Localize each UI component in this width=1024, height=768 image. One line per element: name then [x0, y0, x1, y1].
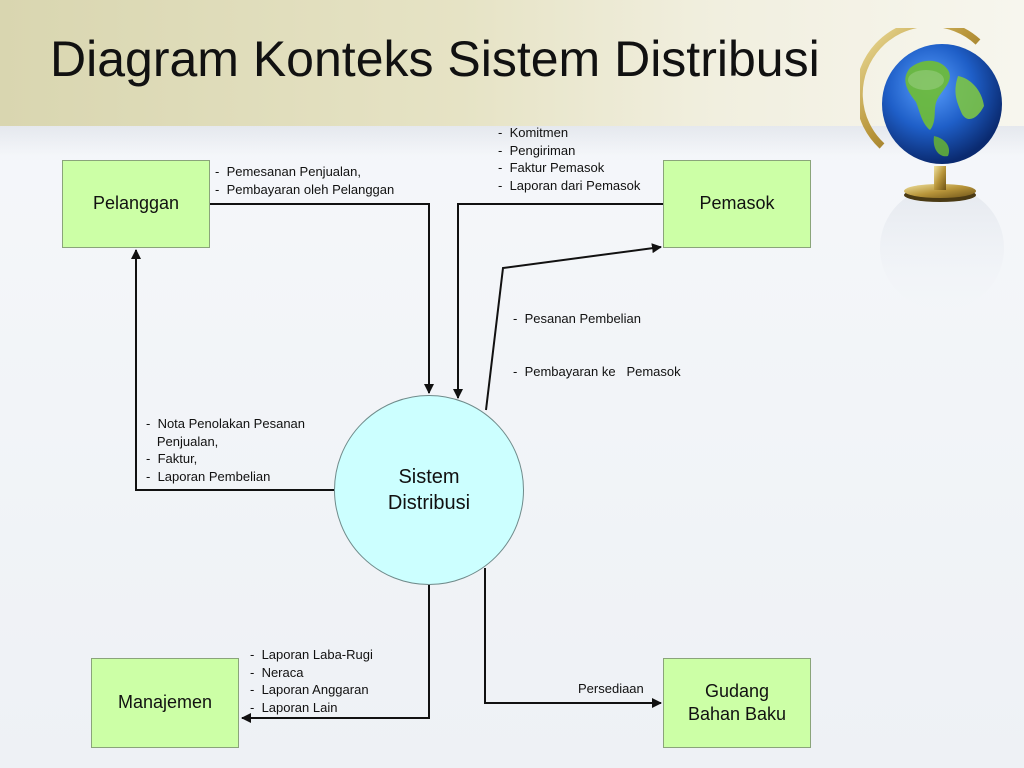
entity-pemasok-label: Pemasok: [699, 193, 775, 214]
entity-pemasok: Pemasok: [663, 160, 811, 248]
flow-label-sistem-to-pemasok: Pesanan Pembelian Pembayaran ke Pemasok: [513, 275, 681, 415]
flow-item: Laporan Laba-Rugi: [250, 646, 373, 664]
flow-item: Laporan Pembelian: [146, 468, 305, 486]
entity-gudang-label-line1: Gudang: [704, 680, 770, 701]
entity-gudang-bahan-baku: Gudang Bahan Baku: [663, 658, 811, 748]
flow-item: Neraca: [250, 664, 373, 682]
flow-label-sistem-to-pelanggan: Nota Penolakan Pesanan Penjualan, Faktur…: [146, 415, 305, 485]
flow-sistem-to-manajemen-line: [241, 585, 430, 723]
entity-gudang-label-line2: Bahan Baku: [687, 704, 787, 724]
flow-pemasok-to-sistem-line: [453, 203, 663, 399]
flow-item: Pembayaran oleh Pelanggan: [215, 181, 395, 199]
flow-item: Laporan dari Pemasok: [498, 177, 641, 195]
entity-pelanggan-label: Pelanggan: [92, 193, 180, 214]
globe-icon: [860, 28, 1004, 310]
flow-item: Faktur Pemasok: [498, 159, 640, 177]
flow-pelanggan-to-sistem-line: [210, 203, 434, 394]
flow-label-sistem-to-manajemen: Laporan Laba-Rugi Neraca Laporan Anggara…: [250, 646, 373, 716]
flow-label-pelanggan-to-sistem: Pemesanan Penjualan, Pembayaran oleh Pel…: [215, 163, 395, 199]
process-sistem-distribusi: Sistem Distribusi: [334, 395, 524, 585]
flow-item-continuation: Penjualan,: [156, 433, 219, 449]
flow-item: Laporan Lain: [250, 699, 373, 717]
process-label-line1: Sistem: [398, 466, 460, 488]
flow-label-sistem-to-gudang: Persediaan: [578, 680, 644, 698]
flow-item: Laporan Anggaran: [250, 681, 373, 699]
flow-sistem-to-pelanggan-line: [131, 249, 334, 491]
entity-manajemen: Manajemen: [91, 658, 239, 748]
flow-item: Komitmen: [498, 124, 640, 142]
flow-item: Persediaan: [578, 681, 644, 696]
flow-item: Pembayaran ke Pemasok: [513, 363, 681, 381]
slide-title: Diagram Konteks Sistem Distribusi: [50, 31, 820, 87]
flow-sistem-to-gudang-line: [484, 568, 662, 708]
flow-item: Pemesanan Penjualan,: [215, 163, 394, 181]
flow-item: Pesanan Pembelian: [513, 310, 681, 328]
header-band: [0, 0, 1024, 126]
flow-item: Faktur,: [146, 450, 305, 468]
flow-label-pemasok-to-sistem: Komitmen Pengiriman Faktur Pemasok Lapor…: [498, 124, 641, 195]
flow-item: Pengiriman: [498, 142, 640, 160]
process-label-line2: Distribusi: [387, 492, 471, 514]
entity-manajemen-label: Manajemen: [117, 692, 213, 713]
flow-item: Nota Penolakan Pesanan: [146, 415, 305, 433]
flow-sistem-to-pemasok-line: [485, 243, 662, 411]
entity-pelanggan: Pelanggan: [62, 160, 210, 248]
